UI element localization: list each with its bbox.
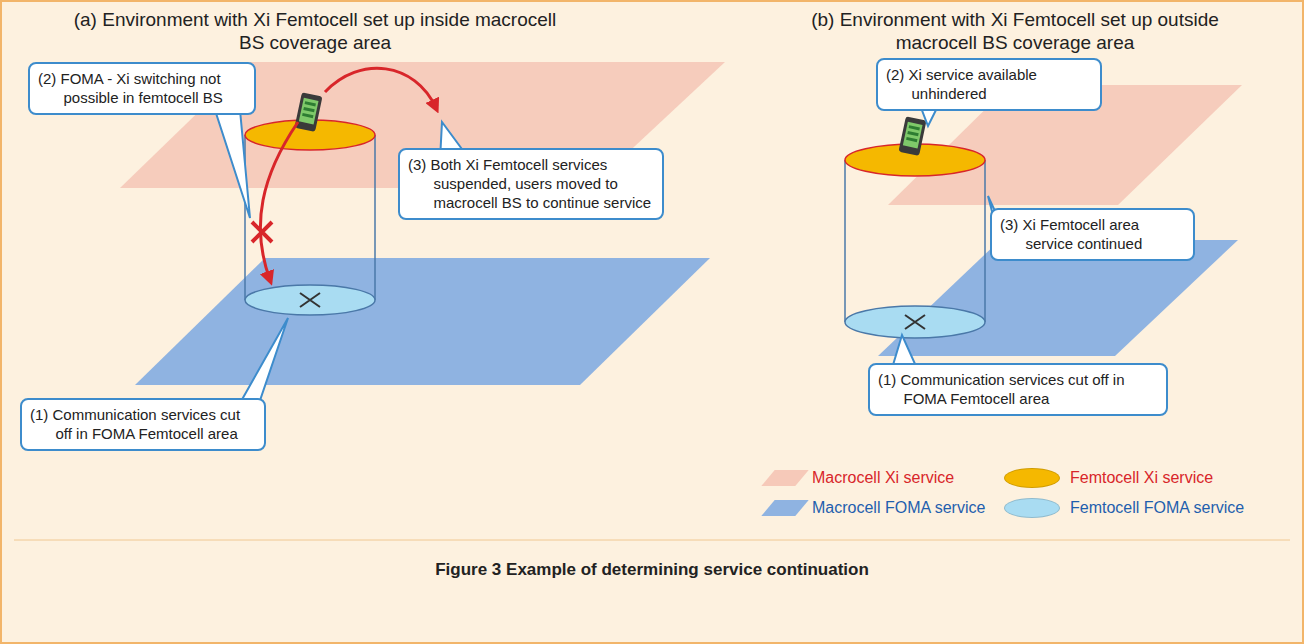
callout-box: (3) Both Xi Femtocell services suspended… bbox=[398, 148, 664, 220]
legend-text: Macrocell FOMA service bbox=[812, 499, 985, 517]
panel-title: (a) Environment with Xi Femtocell set up… bbox=[70, 8, 560, 54]
legend-item: Macrocell Xi service bbox=[762, 466, 954, 490]
panel-title: (b) Environment with Xi Femtocell set up… bbox=[770, 8, 1260, 54]
callout-text: (1) Communication services cut off in FO… bbox=[878, 370, 1158, 408]
callout-box: (2) Xi service available unhindered bbox=[876, 58, 1102, 111]
callout-text: (1) Communication services cut off in FO… bbox=[30, 405, 256, 443]
legend-item: Femtocell FOMA service bbox=[1004, 496, 1244, 520]
legend-text: Macrocell Xi service bbox=[812, 469, 954, 487]
legend-swatch bbox=[761, 500, 808, 516]
legend-text: Femtocell FOMA service bbox=[1070, 499, 1244, 517]
legend-text: Femtocell Xi service bbox=[1070, 469, 1213, 487]
legend-swatch bbox=[1004, 468, 1060, 488]
callout-text: (3) Both Xi Femtocell services suspended… bbox=[408, 155, 654, 212]
callout-box: (1) Communication services cut off in FO… bbox=[868, 363, 1168, 416]
legend-item: Macrocell FOMA service bbox=[762, 496, 985, 520]
callout-text: (2) Xi service available unhindered bbox=[886, 65, 1092, 103]
legend-item: Femtocell Xi service bbox=[1004, 466, 1213, 490]
callout-box: (3) Xi Femtocell area service continued bbox=[990, 208, 1195, 261]
figure-caption: Figure 3 Example of determining service … bbox=[0, 560, 1304, 580]
legend-swatch bbox=[761, 470, 808, 486]
callout-text: (3) Xi Femtocell area service continued bbox=[1000, 215, 1185, 253]
callout-box: (2) FOMA - Xi switching not possible in … bbox=[28, 62, 256, 115]
callout-box: (1) Communication services cut off in FO… bbox=[20, 398, 266, 451]
legend-swatch bbox=[1004, 498, 1060, 518]
callout-text: (2) FOMA - Xi switching not possible in … bbox=[38, 69, 246, 107]
